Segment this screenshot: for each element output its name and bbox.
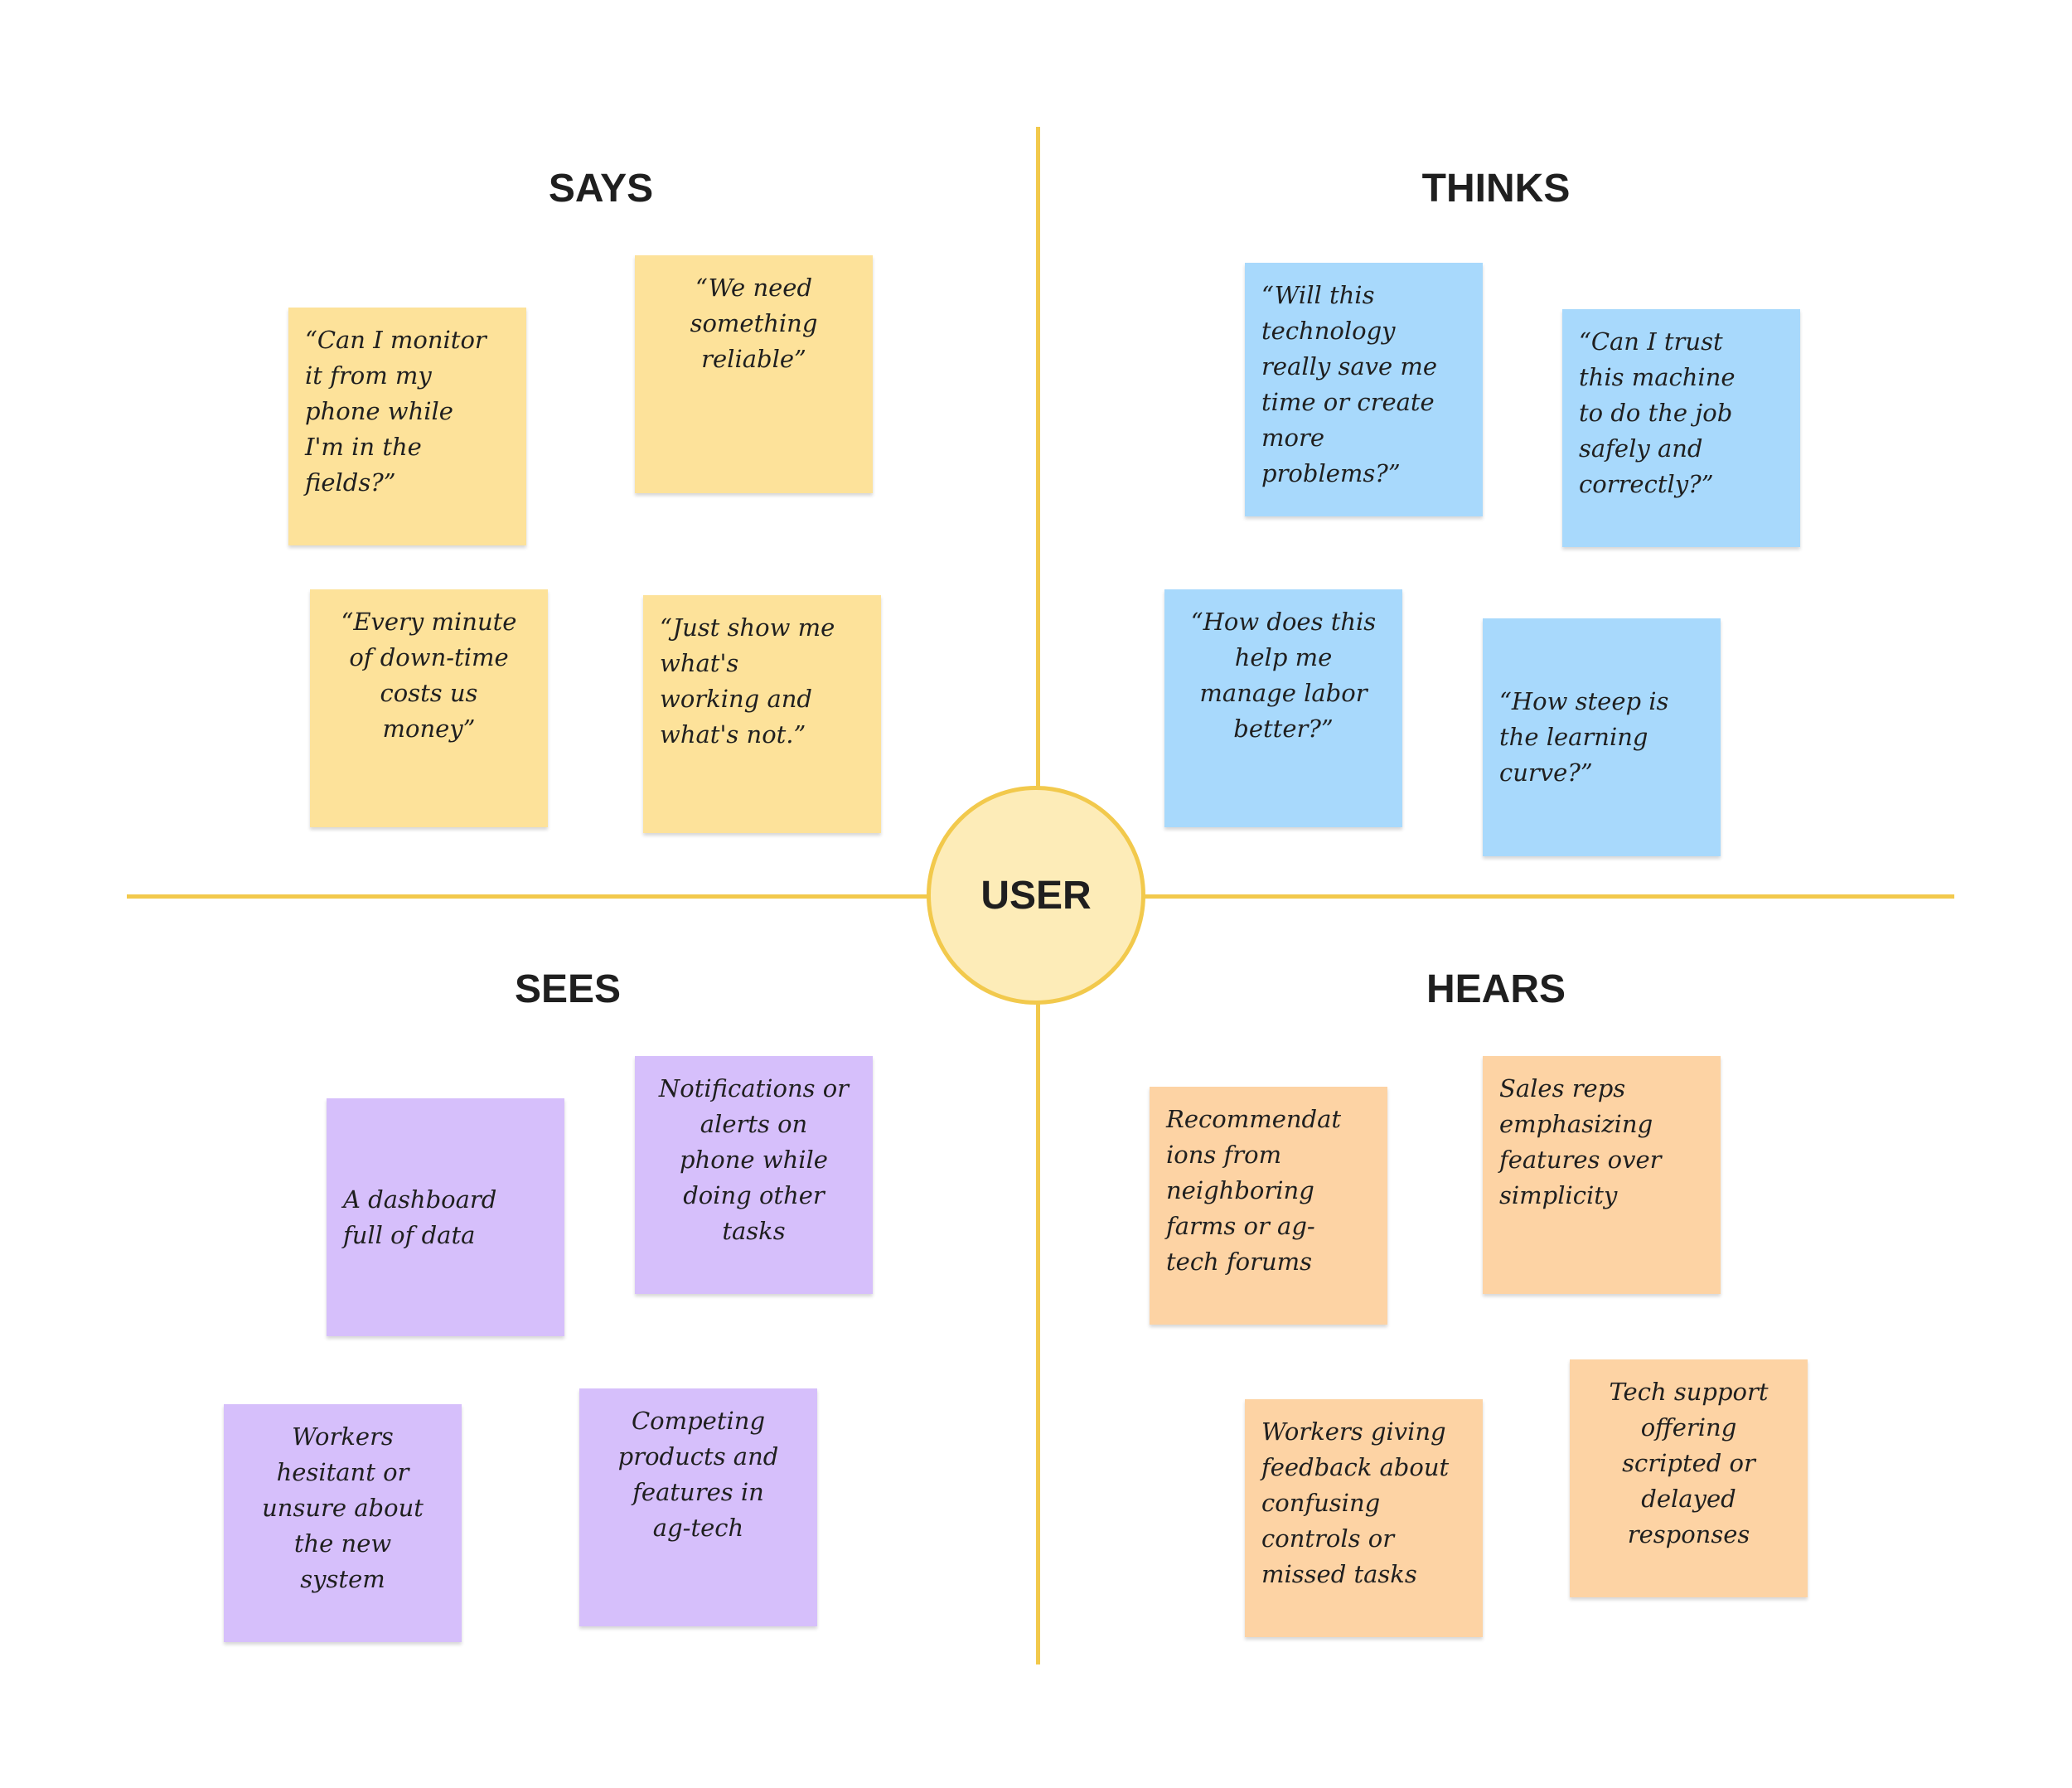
sticky-note-text: Tech support offering scripted or delaye… <box>1609 1378 1769 1548</box>
sticky-note-sees[interactable]: Notifications or alerts on phone while d… <box>635 1056 873 1294</box>
sticky-note-text: Sales reps emphasizing features over sim… <box>1499 1074 1662 1209</box>
sticky-note-text: Competing products and features in ag-te… <box>617 1407 779 1542</box>
sticky-note-text: “Can I trust this machine to do the job … <box>1579 327 1736 498</box>
sticky-note-text: Recommendat ions from neighboring farms … <box>1166 1105 1342 1276</box>
sticky-note-thinks[interactable]: “How does this help me manage labor bett… <box>1164 589 1402 827</box>
hears-title: HEARS <box>1426 967 1566 1011</box>
sticky-note-thinks[interactable]: “Will this technology really save me tim… <box>1245 263 1483 516</box>
user-label: USER <box>980 873 1092 918</box>
sticky-note-text: Notifications or alerts on phone while d… <box>658 1074 850 1245</box>
sticky-note-thinks[interactable]: “Can I trust this machine to do the job … <box>1562 309 1800 547</box>
sticky-note-says[interactable]: “Can I monitor it from my phone while I'… <box>288 308 526 545</box>
sticky-note-text: Workers hesitant or unsure about the new… <box>262 1422 424 1593</box>
sticky-note-text: “Will this technology really save me tim… <box>1261 281 1438 487</box>
sticky-note-text: “Every minute of down-time costs us mone… <box>341 608 517 743</box>
sticky-note-text: “We need something reliable” <box>690 274 818 373</box>
sticky-note-text: “How does this help me manage labor bett… <box>1190 608 1377 743</box>
sticky-note-sees[interactable]: A dashboard full of data <box>327 1098 564 1336</box>
sticky-note-text: “How steep is the learning curve?” <box>1499 687 1669 787</box>
sticky-note-text: Workers giving feedback about confusing … <box>1261 1417 1450 1588</box>
sticky-note-says[interactable]: “Every minute of down-time costs us mone… <box>310 589 548 827</box>
sticky-note-sees[interactable]: Competing products and features in ag-te… <box>579 1388 817 1626</box>
sticky-note-hears[interactable]: Recommendat ions from neighboring farms … <box>1150 1087 1387 1325</box>
sticky-note-text: “Can I monitor it from my phone while I'… <box>305 326 487 497</box>
sticky-note-text: “Just show me what's working and what's … <box>660 613 835 749</box>
sticky-note-says[interactable]: “We need something reliable” <box>635 255 873 493</box>
sticky-note-hears[interactable]: Sales reps emphasizing features over sim… <box>1483 1056 1721 1294</box>
sticky-note-thinks[interactable]: “How steep is the learning curve?” <box>1483 618 1721 856</box>
says-title: SAYS <box>548 167 654 211</box>
sticky-note-hears[interactable]: Workers giving feedback about confusing … <box>1245 1399 1483 1637</box>
thinks-title: THINKS <box>1421 167 1571 211</box>
user-center-circle: USER <box>927 786 1145 1005</box>
sees-title: SEES <box>514 967 622 1011</box>
sticky-note-text: A dashboard full of data <box>343 1185 497 1249</box>
sticky-note-says[interactable]: “Just show me what's working and what's … <box>643 595 881 833</box>
sticky-note-sees[interactable]: Workers hesitant or unsure about the new… <box>224 1404 462 1642</box>
sticky-note-hears[interactable]: Tech support offering scripted or delaye… <box>1570 1359 1808 1597</box>
